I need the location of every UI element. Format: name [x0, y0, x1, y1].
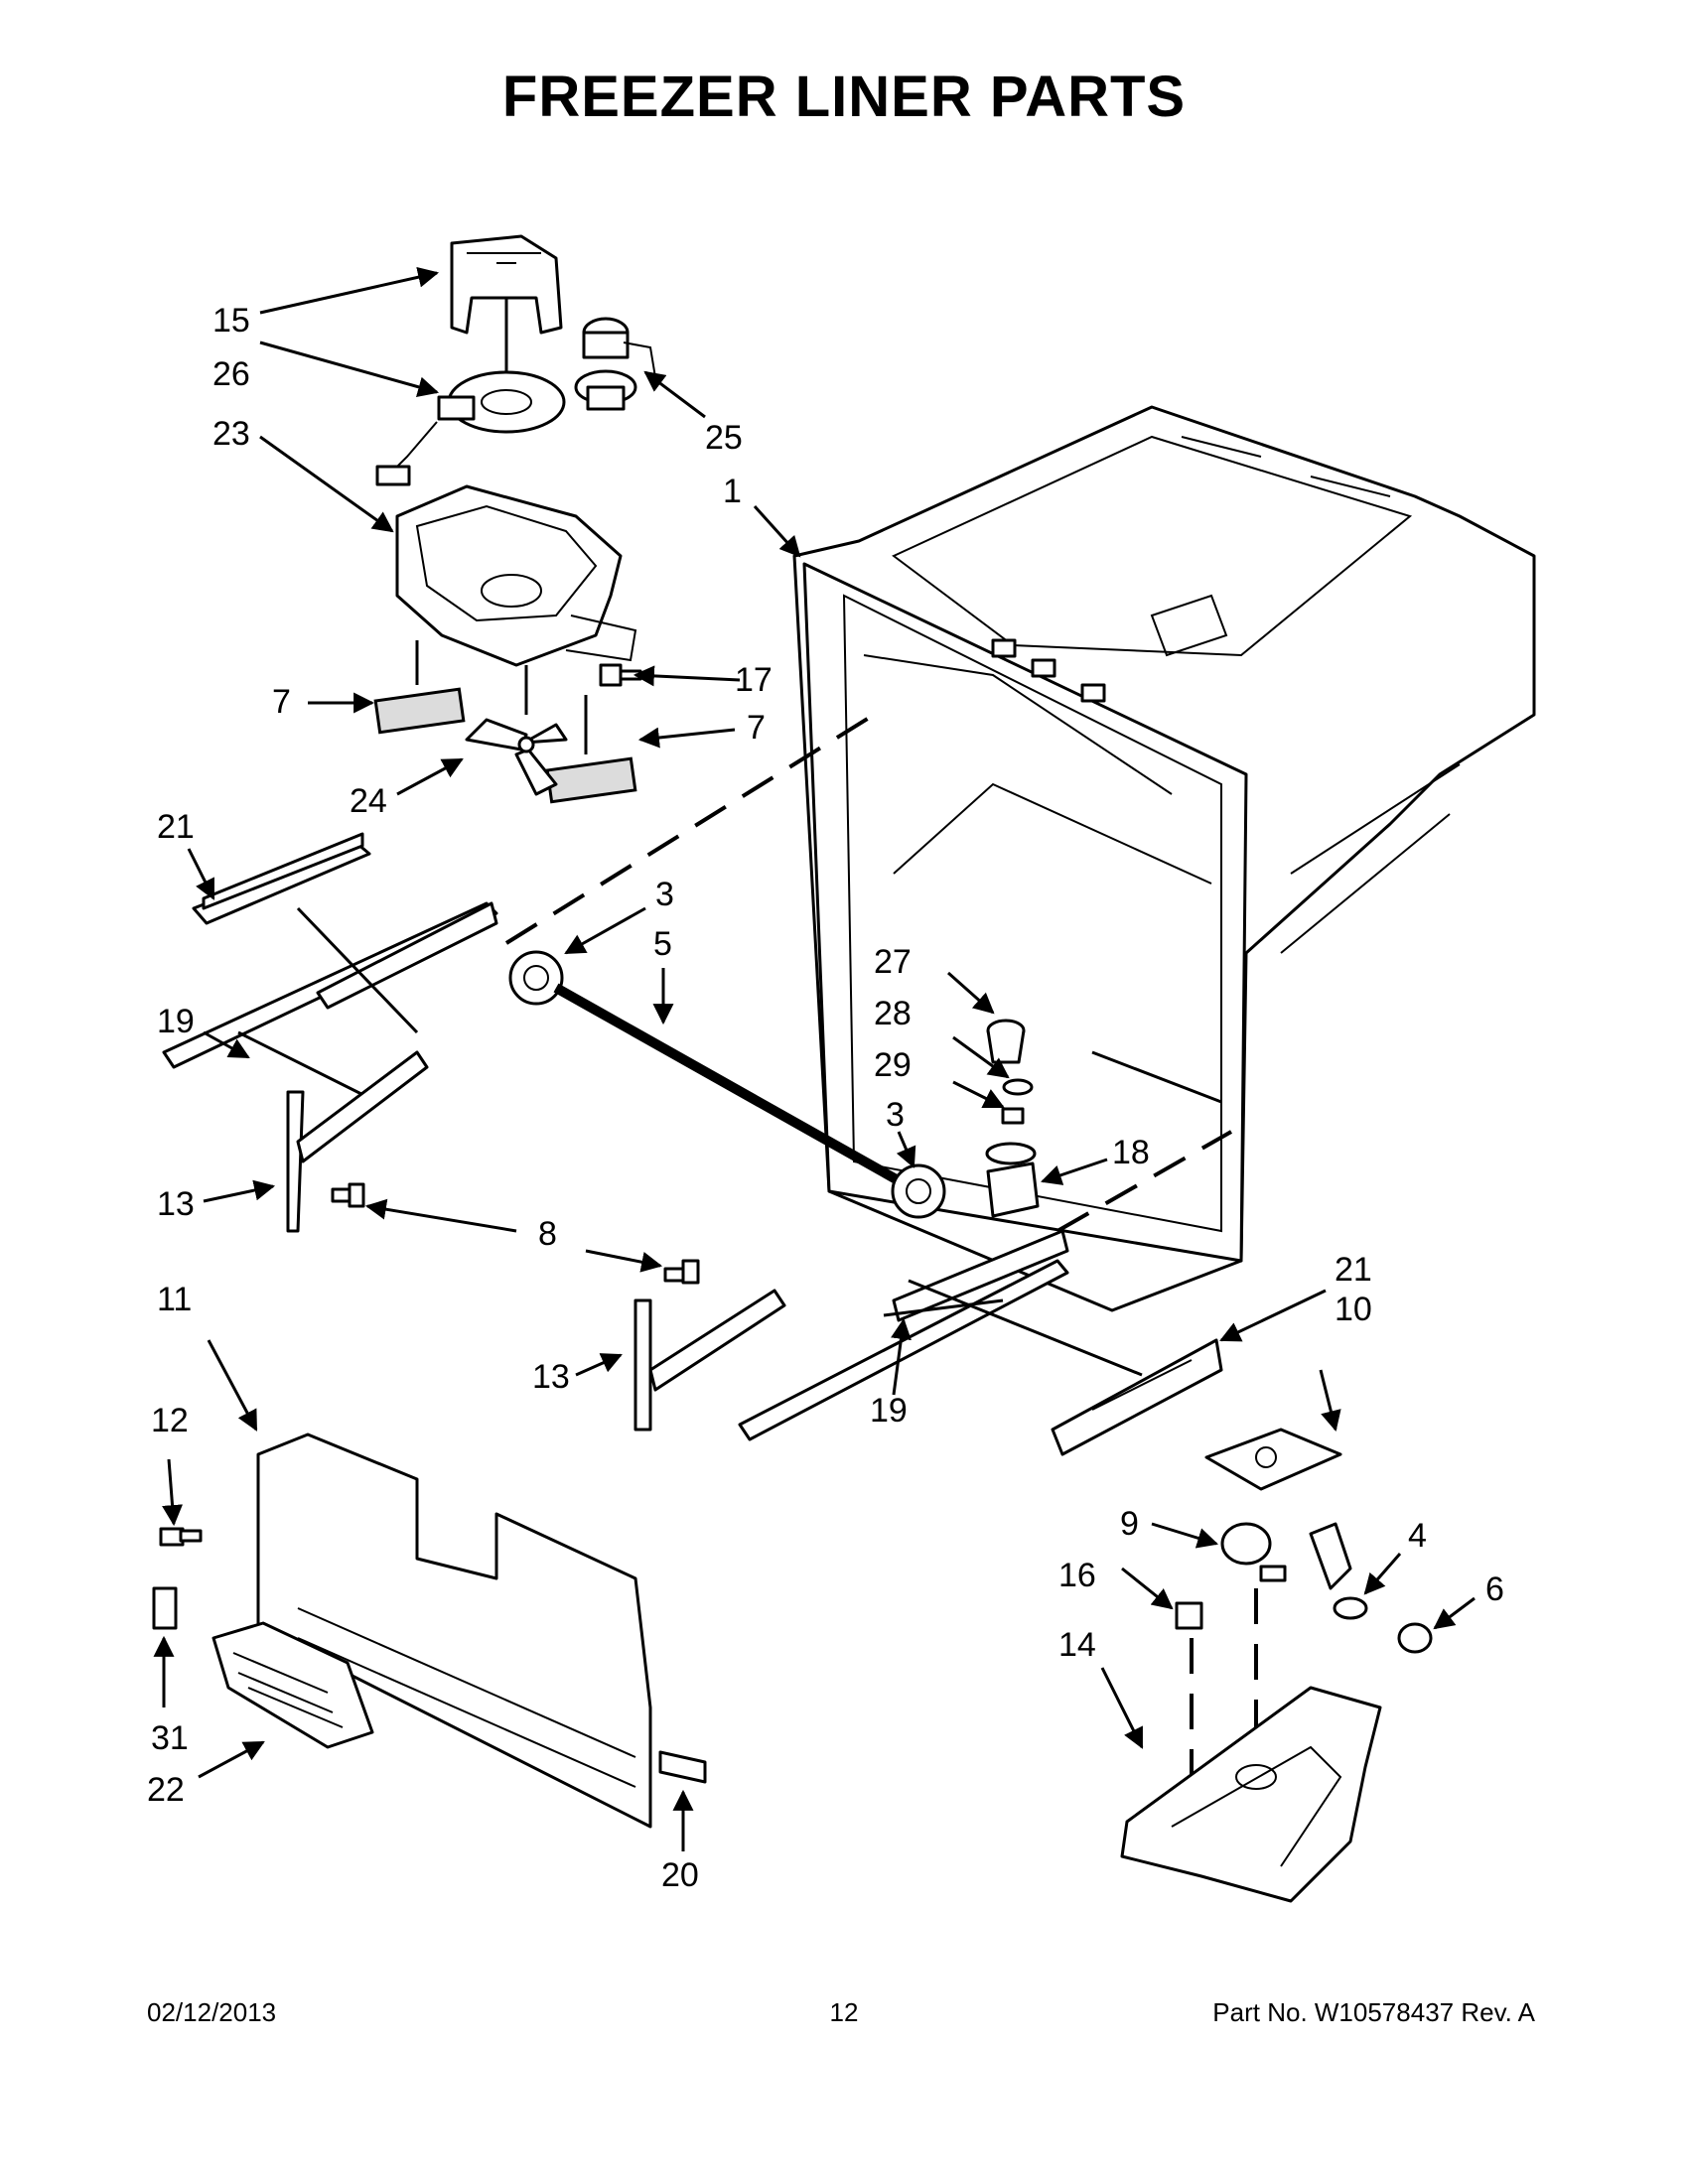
fan-housing — [395, 484, 637, 667]
callout-4: 4 — [1408, 1517, 1427, 1555]
fan-motor — [375, 370, 566, 486]
callout-25: 25 — [705, 419, 743, 457]
slide-rail-left — [162, 901, 498, 1104]
gasket-strip — [658, 1750, 707, 1784]
callout-24: 24 — [350, 782, 387, 820]
rail-bracket-right — [633, 1289, 786, 1432]
callout-14: 14 — [1058, 1626, 1096, 1664]
fan-bracket — [450, 234, 563, 335]
callout-1: 1 — [723, 473, 742, 510]
callout-20: 20 — [661, 1856, 699, 1894]
footer-page-number: 12 — [829, 1997, 859, 2027]
callout-7-left: 7 — [272, 683, 291, 721]
callout-3-lower: 3 — [886, 1096, 905, 1134]
panel-screw — [159, 1527, 203, 1547]
callout-28: 28 — [874, 995, 912, 1032]
callout-15: 15 — [212, 302, 250, 340]
callout-19-right: 19 — [870, 1392, 908, 1430]
panel-clip — [152, 1586, 178, 1630]
callout-8: 8 — [538, 1215, 557, 1253]
damper-stack — [985, 1019, 1040, 1218]
slide-rail-right-lower — [1051, 1338, 1223, 1456]
instruction-label — [1204, 1428, 1342, 1491]
rail-bracket-left — [286, 1050, 429, 1233]
light-socket — [1309, 1522, 1368, 1620]
callout-17: 17 — [735, 661, 773, 699]
callout-13-left: 13 — [157, 1185, 195, 1223]
callout-3-upper: 3 — [655, 876, 674, 913]
callout-16: 16 — [1058, 1557, 1096, 1594]
light-bulb — [1220, 1522, 1287, 1582]
footer-part-number: Part No. W10578437 Rev. A — [1212, 1997, 1535, 2027]
callout-9: 9 — [1120, 1505, 1139, 1543]
callout-12: 12 — [151, 1402, 189, 1439]
gear-lower — [891, 1163, 946, 1219]
callout-10: 10 — [1335, 1291, 1372, 1328]
callout-18: 18 — [1112, 1134, 1150, 1171]
fan-blade — [465, 718, 568, 796]
vent-grille — [211, 1621, 374, 1749]
foam-pad-left — [373, 687, 466, 735]
callout-7-right: 7 — [747, 709, 766, 747]
freezer-liner-bin — [792, 405, 1536, 1312]
callout-21-upper: 21 — [157, 808, 195, 846]
bracket-screw-left — [331, 1182, 365, 1208]
slide-rail-right — [738, 1229, 1143, 1441]
light-housing — [1120, 1686, 1382, 1903]
footer-date: 02/12/2013 — [147, 1997, 277, 2027]
callout-31: 31 — [151, 1719, 189, 1757]
callout-21-lower: 21 — [1335, 1251, 1372, 1289]
socket-retainer — [1397, 1622, 1433, 1654]
damper-assembly — [574, 317, 656, 411]
callout-13-right: 13 — [532, 1358, 570, 1396]
foam-pad-right — [545, 756, 637, 804]
callout-22: 22 — [147, 1771, 185, 1809]
bracket-screw-right — [663, 1259, 700, 1285]
rear-access-panel — [256, 1433, 652, 1829]
callout-19-left: 19 — [157, 1003, 195, 1040]
leader-arrows — [153, 266, 1476, 1851]
callout-5: 5 — [653, 925, 672, 963]
light-switch — [1175, 1601, 1203, 1630]
callout-26: 26 — [212, 355, 250, 393]
gear-upper — [508, 950, 564, 1006]
callout-27: 27 — [874, 943, 912, 981]
callout-29: 29 — [874, 1046, 912, 1084]
slide-rail-left-upper — [192, 832, 371, 925]
page-title: FREEZER LINER PARTS — [501, 65, 1187, 129]
mounting-screw — [599, 663, 642, 687]
callout-6: 6 — [1485, 1570, 1504, 1608]
callout-11: 11 — [157, 1281, 193, 1318]
shaft — [553, 983, 912, 1191]
callout-23: 23 — [212, 415, 250, 453]
